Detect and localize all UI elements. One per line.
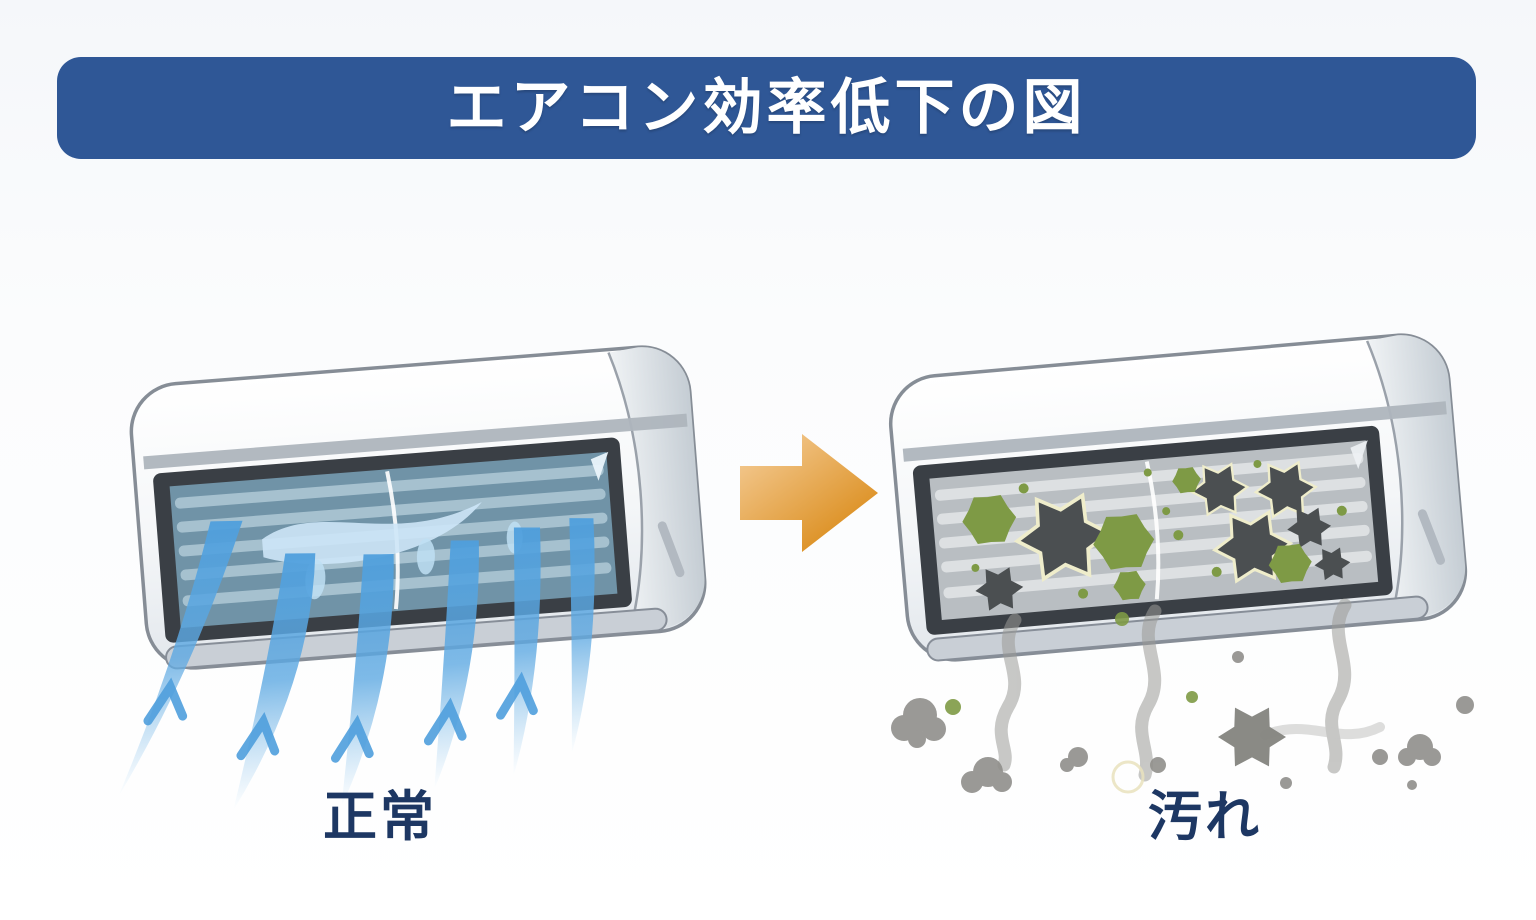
dust-puff [891,698,946,748]
mold-dots [971,459,1347,599]
vent-divider [1144,461,1161,600]
airflow-barb [143,677,188,726]
airflow-stream [513,527,541,777]
smoke-wisp [1260,722,1385,740]
dust-splat [1218,707,1286,767]
dust-puff [1398,734,1441,766]
dust-dot [1232,651,1244,663]
title-bar: エアコン効率低下の図 [57,57,1476,159]
clean-ac-unit [117,345,707,811]
dust-dot [1456,696,1474,714]
cap-seam-line [1365,340,1404,620]
cap-seam-line [607,352,644,632]
indicator-light [1417,509,1446,565]
arrow-right-icon [740,434,878,552]
stray-mold-dots [945,612,1198,715]
airflow-stream [434,540,479,790]
smoke-wisp [1325,598,1352,774]
dust-puff [961,757,1012,793]
label-normal: 正常 [323,787,437,847]
airflow-barb [496,671,538,720]
page-title: エアコン効率低下の図 [446,74,1087,141]
air-swirl [262,501,482,565]
airflow-stream [117,520,243,798]
airflow-barb [236,712,280,761]
dust-puffs [891,651,1474,793]
label-dirty: 汚れ [1148,787,1262,847]
dirty-ac-unit [888,333,1468,662]
smoke-wisps [994,598,1385,782]
airflow-streams [117,518,595,811]
clean-ac-figure [117,345,707,811]
ac-top-band [143,413,688,470]
smoke-and-dust [891,598,1474,794]
vent-glare [1350,440,1368,470]
ac-bottom-strip [926,595,1429,662]
airflow-barbs [143,671,538,763]
smoke-wisp [1135,604,1162,782]
dust-dot [1280,777,1292,789]
ac-top-band [902,401,1447,462]
indicator-light [657,521,685,578]
arrow-shape [740,434,878,552]
dirty-ac-figure [888,333,1474,794]
airflow-stream [569,518,595,754]
airflow-stream [233,553,316,811]
airflow-barb [330,714,374,763]
dust-dot [1372,749,1388,765]
airflow-stream [341,554,394,807]
airflow-barb [423,697,467,746]
mold-splats [960,459,1352,612]
dust-puff [1060,747,1088,772]
vent-glare [590,451,609,481]
pale-dust-ring [1111,760,1145,794]
smoke-wisp [994,613,1022,772]
dust-dot [1150,757,1166,773]
dust-dot [1407,780,1417,790]
